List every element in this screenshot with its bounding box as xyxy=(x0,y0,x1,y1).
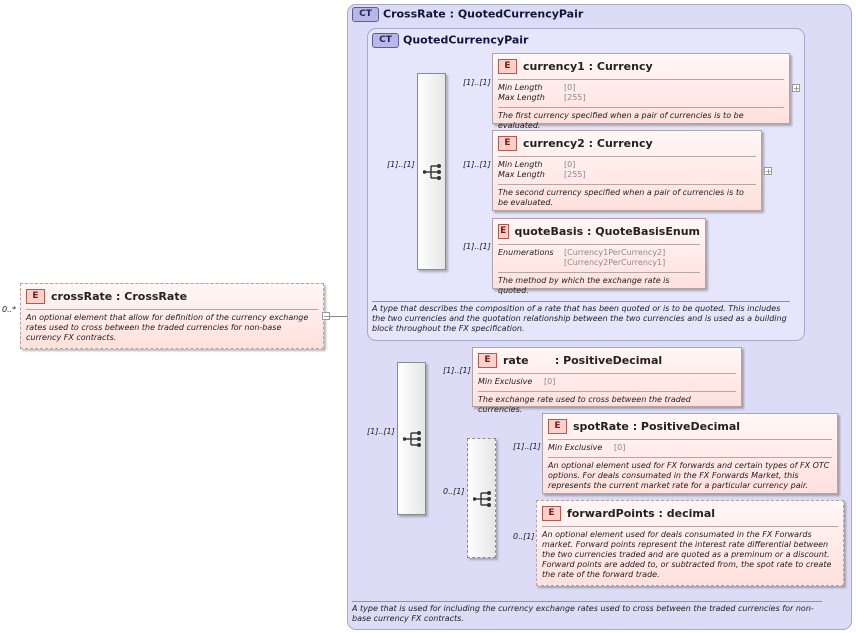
complex-type-name: QuotedCurrencyPair xyxy=(403,33,529,47)
element-cardinality: [1]..[1] xyxy=(463,78,491,87)
connector-line xyxy=(324,316,356,317)
element-doc: The exchange rate used to cross between … xyxy=(478,395,691,414)
sequence-cardinality-inner: 0..[1] xyxy=(443,487,465,496)
element-type: decimal xyxy=(666,507,716,520)
divider xyxy=(548,457,832,458)
sequence-cardinality-crossrate: [1]..[1] xyxy=(367,427,395,436)
root-cardinality: 0..* xyxy=(2,305,17,314)
divider xyxy=(498,244,700,245)
complex-type-badge-icon: CT xyxy=(352,7,379,22)
element-cardinality: [1]..[1] xyxy=(513,442,541,451)
element-type: PositiveDecimal xyxy=(563,354,663,367)
sequence-cardinality-quoted: [1]..[1] xyxy=(387,160,415,169)
element-name: quoteBasis xyxy=(514,225,584,238)
element-doc: The first currency specified when a pair… xyxy=(498,111,744,130)
element-doc: An optional element used for FX forwards… xyxy=(548,461,830,490)
facet-row: Min Exclusive[0] xyxy=(548,443,626,452)
divider xyxy=(498,79,784,80)
sequence-icon xyxy=(423,164,441,180)
element-cardinality: [1]..[1] xyxy=(463,242,491,251)
element-type: PositiveDecimal xyxy=(640,420,741,433)
element-badge-icon: E xyxy=(478,353,497,368)
element-name: rate xyxy=(503,354,529,367)
complex-type-badge-icon: CT xyxy=(372,33,399,48)
facet-row: Min Length[0] xyxy=(498,83,576,92)
element-name: currency2 xyxy=(523,137,585,150)
divider xyxy=(498,184,756,185)
complex-type-name: CrossRate xyxy=(383,7,446,21)
facet-row: Min Exclusive[0] xyxy=(478,377,556,386)
sequence-icon xyxy=(473,491,491,507)
sequence-icon xyxy=(403,431,421,447)
element-cardinality: 0..[1] xyxy=(513,532,535,541)
facet-row: [Currency2PerCurrency1] xyxy=(564,258,666,267)
facet-row: Max Length[255] xyxy=(498,93,586,102)
divider xyxy=(26,309,318,310)
element-badge-icon: E xyxy=(498,224,509,239)
element-type: Currency xyxy=(596,60,653,73)
complex-type-quoted-title: CT QuotedCurrencyPair xyxy=(372,33,528,48)
element-doc: The method by which the exchange rate is… xyxy=(498,276,670,295)
divider xyxy=(478,391,736,392)
expand-toggle-icon[interactable]: + xyxy=(764,167,772,176)
element-name: spotRate xyxy=(573,420,629,433)
divider xyxy=(498,156,756,157)
element-doc: An optional element that allow for defin… xyxy=(26,313,309,342)
complex-type-crossrate-doc: A type that is used for including the cu… xyxy=(352,601,822,624)
element-doc: The second currency specified when a pai… xyxy=(498,188,744,207)
sequence-compositor-crossrate[interactable] xyxy=(397,362,426,515)
divider xyxy=(542,526,838,527)
collapse-toggle-icon[interactable]: − xyxy=(322,312,330,321)
divider xyxy=(498,107,784,108)
element-name: crossRate xyxy=(51,290,113,303)
element-cardinality: [1]..[1] xyxy=(443,366,471,375)
divider xyxy=(498,272,700,273)
element-doc: An optional element used for deals consu… xyxy=(542,530,832,579)
element-cardinality: [1]..[1] xyxy=(463,160,491,169)
complex-type-base: QuotedCurrencyPair xyxy=(457,7,584,21)
facet-row: Enumerations[Currency1PerCurrency2] xyxy=(498,248,666,257)
element-badge-icon: E xyxy=(26,289,45,304)
element-badge-icon: E xyxy=(498,59,517,74)
divider xyxy=(478,373,736,374)
element-type: QuoteBasisEnum xyxy=(595,225,700,238)
expand-toggle-icon[interactable]: + xyxy=(792,84,800,93)
element-type: CrossRate xyxy=(124,290,188,303)
facet-row: Min Length[0] xyxy=(498,160,576,169)
element-type: Currency xyxy=(596,137,653,150)
facet-row: Max Length[255] xyxy=(498,170,586,179)
sequence-compositor-quoted[interactable] xyxy=(417,73,446,270)
element-badge-icon: E xyxy=(498,136,517,151)
complex-type-quoted-doc: A type that describes the composition of… xyxy=(372,301,790,334)
element-badge-icon: E xyxy=(542,506,561,521)
element-name: forwardPoints xyxy=(567,507,655,520)
divider xyxy=(548,439,832,440)
sequence-compositor-optional[interactable] xyxy=(467,438,496,558)
element-badge-icon: E xyxy=(548,419,567,434)
element-name: currency1 xyxy=(523,60,585,73)
